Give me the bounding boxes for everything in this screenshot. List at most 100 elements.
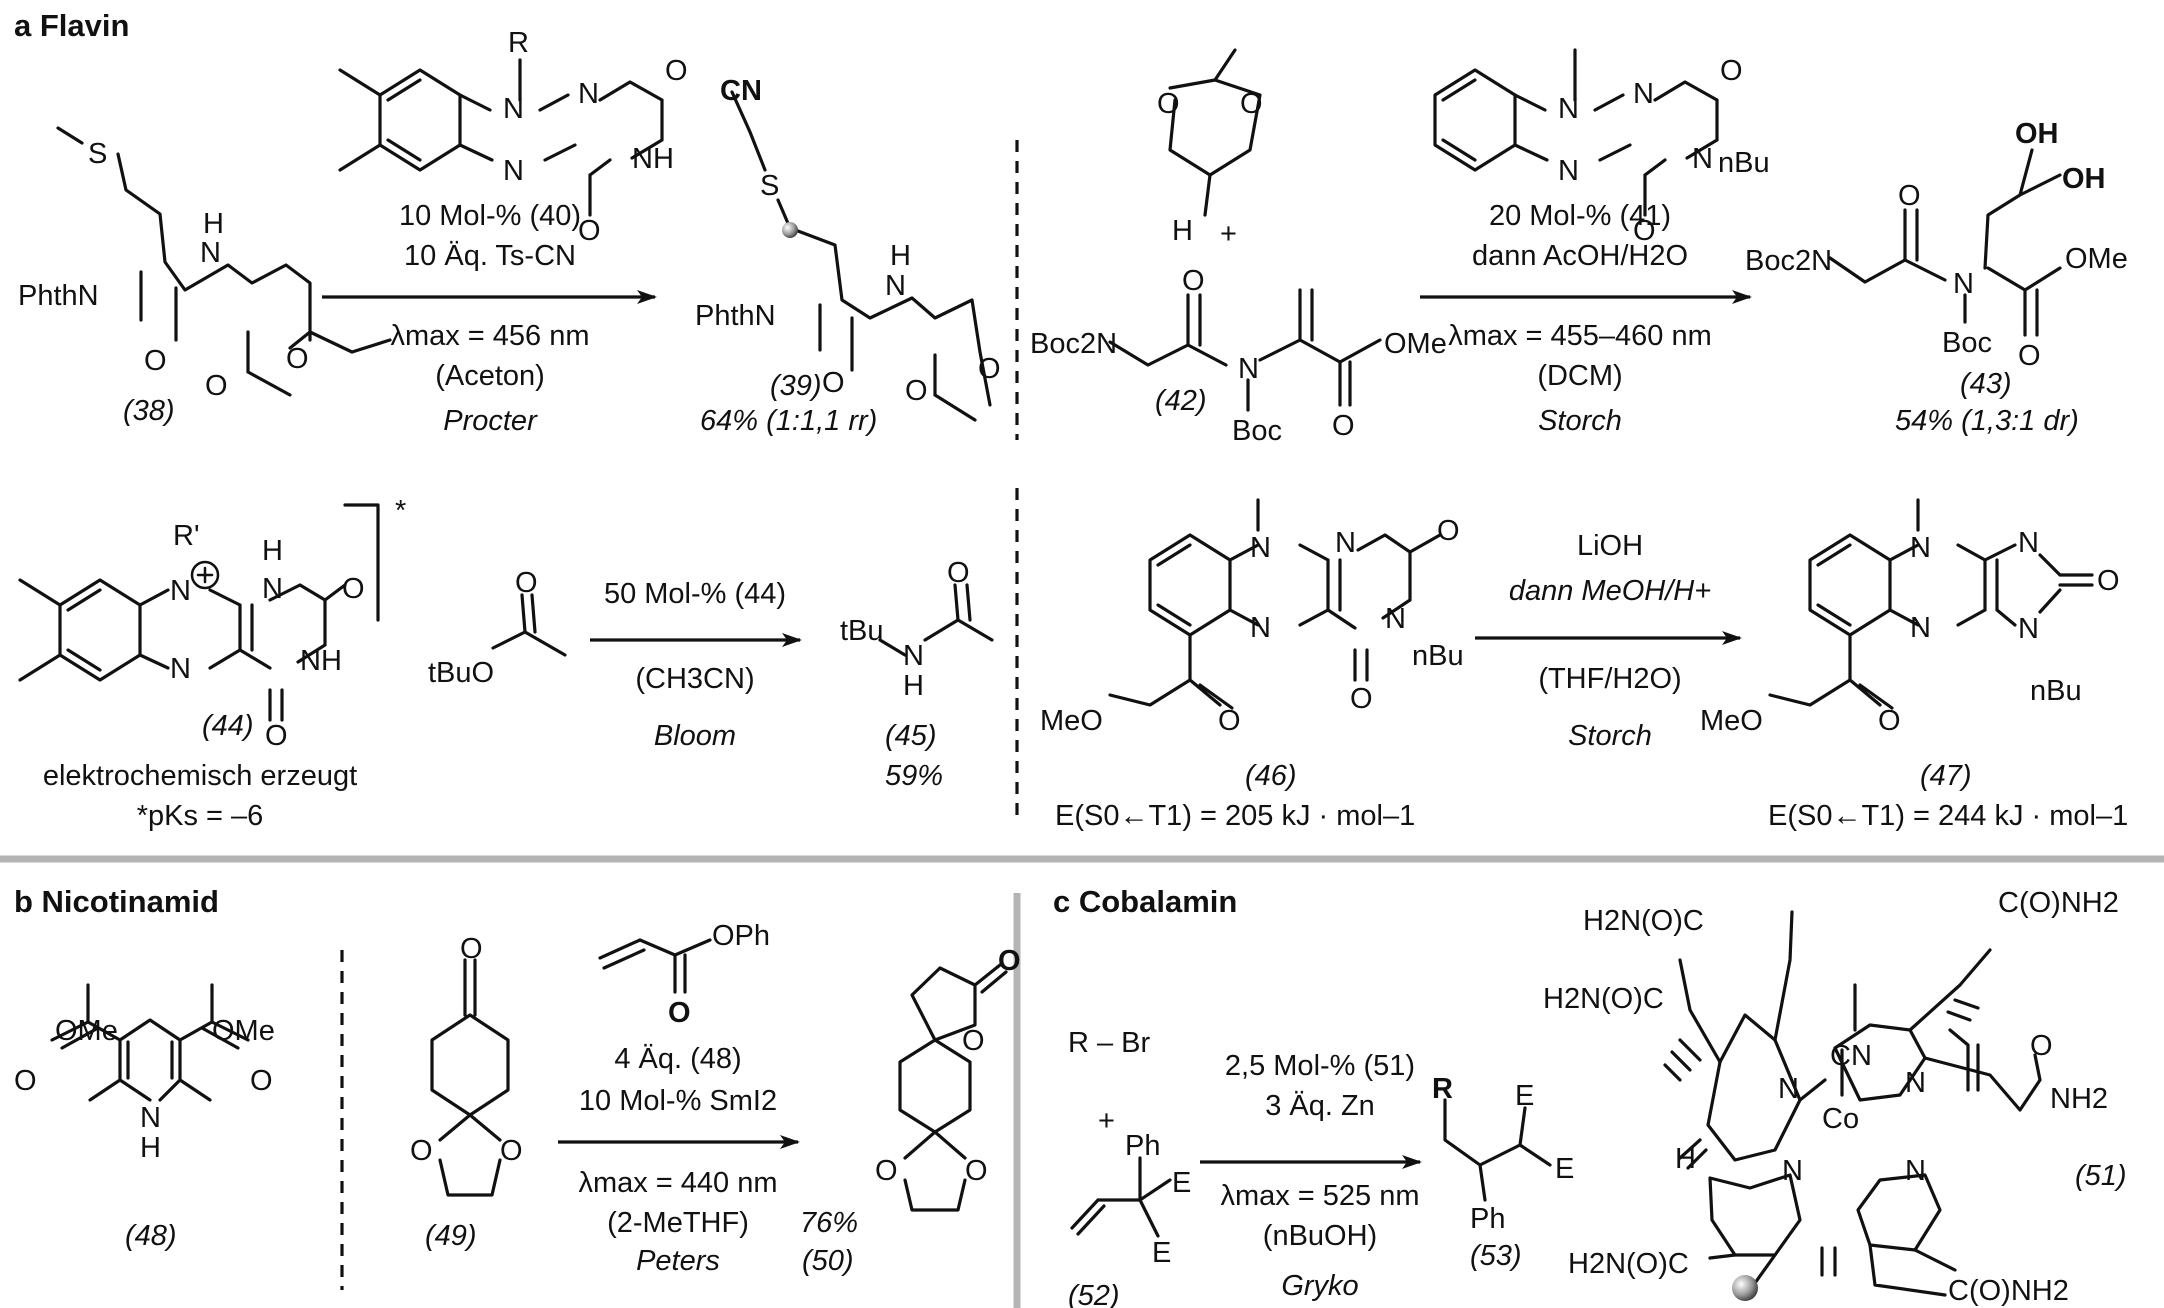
atom-conh2-51b: C(O)NH2 xyxy=(1948,1275,2069,1307)
plus-1: + xyxy=(1220,218,1237,250)
cond-r6-line4: (nBuOH) xyxy=(1263,1220,1377,1252)
atom-o-acet1: O xyxy=(1157,88,1180,120)
atom-n-41d: N xyxy=(1558,155,1579,187)
atom-o-47b: O xyxy=(1878,705,1901,737)
section-header-c: c Cobalamin xyxy=(1053,884,1237,919)
atom-co-51: Co xyxy=(1822,1103,1859,1135)
atom-n-40b: N xyxy=(578,78,599,110)
cond-r5-line4: (2-MeTHF) xyxy=(607,1207,749,1239)
atom-n-44c: N xyxy=(170,653,191,685)
atom-e-52b: E xyxy=(1152,1237,1171,1269)
label-45: (45) xyxy=(885,720,937,752)
atom-o-43a: O xyxy=(1898,180,1921,212)
structure-50: O O O O 76% (50) xyxy=(800,945,1021,1277)
atom-e-52a: E xyxy=(1172,1167,1191,1199)
atom-o-39b: O xyxy=(905,375,928,407)
atom-o-41a: O xyxy=(1720,55,1743,87)
structure-41: N N O N nBu N O xyxy=(1433,48,1770,247)
atom-o-49c: O xyxy=(500,1135,523,1167)
atom-ome-48a: OMe xyxy=(55,1015,118,1047)
cond-r2-line3: λmax = 455–460 nm xyxy=(1448,320,1712,352)
atom-meo-47: MeO xyxy=(1700,705,1763,737)
cond-r1-line1: 10 Mol-% (40) xyxy=(399,200,581,232)
atom-n-42: N xyxy=(1238,353,1259,385)
atom-n-48: N xyxy=(140,1102,161,1134)
atom-n-46b: N xyxy=(1335,527,1356,559)
note-44: elektrochemisch erzeugt xyxy=(43,760,357,792)
atom-h-38: H xyxy=(203,208,224,240)
atom-o-acryl: O xyxy=(668,997,691,1029)
structure-48: OMe OMe O O N H (48) xyxy=(14,983,275,1252)
atom-o-49b: O xyxy=(410,1135,433,1167)
label-52: (52) xyxy=(1068,1280,1120,1308)
cond-r1-line4: (Aceton) xyxy=(435,360,545,392)
atom-o-50d: O xyxy=(965,1155,988,1187)
atom-tbuo: tBuO xyxy=(428,657,494,689)
atom-n-41a: N xyxy=(1558,93,1579,125)
atom-n-47d: N xyxy=(1910,612,1931,644)
atom-n-47c: N xyxy=(2018,613,2039,645)
positive-charge-icon xyxy=(190,560,220,590)
structure-40: R N N O NH N O xyxy=(338,27,688,247)
excited-asterisk-44: * xyxy=(395,495,406,527)
label-49: (49) xyxy=(425,1220,477,1252)
structure-42: Boc2N O N Boc O OMe (42) xyxy=(1030,265,1447,447)
cond-r4-author: Storch xyxy=(1568,720,1652,752)
atom-n-40c: N xyxy=(503,155,524,187)
atom-o-46c: O xyxy=(1218,705,1241,737)
cond-r3-line2: (CH3CN) xyxy=(635,663,754,695)
atom-o-49a: O xyxy=(460,933,483,965)
cond-r3-line1: 50 Mol-% (44) xyxy=(604,578,786,610)
cond-r5-line2: 10 Mol-% SmI2 xyxy=(579,1085,777,1117)
atom-n-41c: N xyxy=(1692,143,1713,175)
yield-39: 64% (1:1,1 rr) xyxy=(700,405,877,437)
cond-r5-author: Peters xyxy=(636,1245,720,1277)
yield-43: 54% (1,3:1 dr) xyxy=(1895,405,2079,437)
cond-r4-line1: LiOH xyxy=(1577,530,1643,562)
atom-nbu-46: nBu xyxy=(1412,640,1464,672)
label-44: (44) xyxy=(202,710,254,742)
atom-meo-46: MeO xyxy=(1040,705,1103,737)
structure-phenyl-acrylate: OPh O xyxy=(598,920,770,1029)
atom-nh-44: NH xyxy=(300,645,342,677)
atom-n-41b: N xyxy=(1633,78,1654,110)
structure-46: N N O N nBu N O MeO O (46) E(S0←T1) = 20… xyxy=(1040,498,1464,832)
label-47: (47) xyxy=(1920,760,1972,792)
atom-o-46a: O xyxy=(1437,515,1460,547)
atom-n-39: N xyxy=(885,270,906,302)
atom-n-44b: N xyxy=(262,573,283,605)
atom-n-45: N xyxy=(903,640,924,672)
atom-ome-48b: OMe xyxy=(212,1015,275,1047)
atom-n-46c: N xyxy=(1385,603,1406,635)
cond-r4-line2: dann MeOH/H+ xyxy=(1509,575,1711,607)
cond-r2-line2: dann AcOH/H2O xyxy=(1472,240,1688,272)
cond-r2-line1: 20 Mol-% (41) xyxy=(1489,200,1671,232)
energy-47: E(S0←T1) = 244 kJ · mol–1 xyxy=(1768,800,2128,832)
cond-r3-author: Bloom xyxy=(654,720,736,752)
cond-r1-line3: λmax = 456 nm xyxy=(390,320,589,352)
atom-h2noc-51c: H2N(O)C xyxy=(1568,1248,1689,1280)
atom-n-40a: N xyxy=(503,93,524,125)
atom-o-44a: O xyxy=(342,573,365,605)
atom-boc2n-42: Boc2N xyxy=(1030,328,1117,360)
cond-r4-line3: (THF/H2O) xyxy=(1538,663,1681,695)
atom-h-acet: H xyxy=(1172,215,1193,247)
atom-h2noc-51a: H2N(O)C xyxy=(1583,905,1704,937)
atom-nbu-47: nBu xyxy=(2030,675,2082,707)
atom-o-40b: O xyxy=(578,215,601,247)
yield-50: 76% xyxy=(800,1207,858,1239)
structure-43: Boc2N O N Boc OH OH O OMe (43) 54% (1,3:… xyxy=(1745,118,2128,437)
atom-n-47a: N xyxy=(1910,532,1931,564)
structure-52: Ph E E (52) xyxy=(1068,1130,1191,1308)
cond-r2-line4: (DCM) xyxy=(1537,360,1622,392)
atom-o-38a: O xyxy=(144,345,167,377)
cond-r6-line1: 2,5 Mol-% (51) xyxy=(1225,1050,1415,1082)
atom-r-40: R xyxy=(508,27,529,59)
atom-o-38b: O xyxy=(205,370,228,402)
atom-n-47b: N xyxy=(2018,527,2039,559)
atom-e-53b: E xyxy=(1555,1153,1574,1185)
label-48: (48) xyxy=(125,1220,177,1252)
structure-39: CN S PhthN H N O O O (39) 64% (1:1,1 rr) xyxy=(695,75,1001,437)
atom-ome-42: OMe xyxy=(1384,328,1447,360)
cond-r6-line3: λmax = 525 nm xyxy=(1220,1180,1419,1212)
